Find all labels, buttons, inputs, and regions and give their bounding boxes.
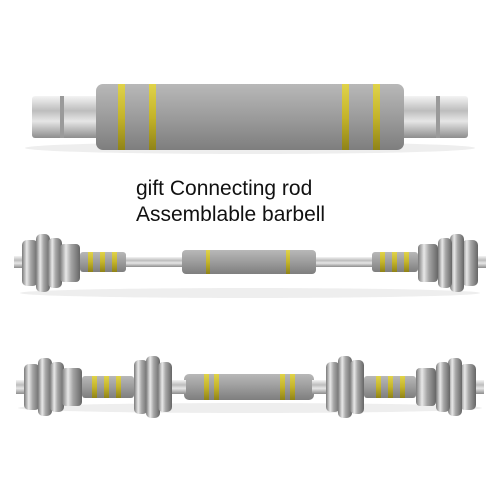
barbell-assembled-bottom — [16, 356, 484, 418]
connecting-rod — [25, 84, 475, 154]
caption-block: gift Connecting rod Assemblable barbell — [136, 176, 325, 228]
caption-line-assemblable: Assemblable barbell — [136, 203, 326, 226]
barbell-assembled-top — [14, 234, 486, 298]
caption-line-gift: gift Connecting rod — [136, 177, 313, 200]
